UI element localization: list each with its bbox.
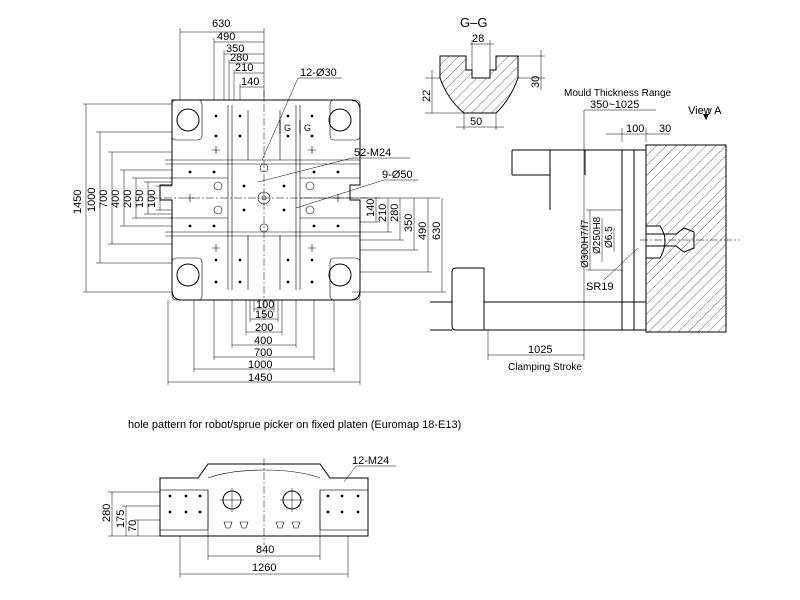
robot-dim-70: 70 [127, 520, 139, 532]
fit-300: Ø300H7/f7 [580, 219, 591, 268]
dim-left-700: 700 [98, 190, 110, 208]
dim-top-490: 490 [217, 31, 235, 43]
dim-left-150: 150 [134, 190, 146, 208]
front-view-leaders: 12-Ø30 52-M24 9-Ø50 [257, 67, 418, 209]
robot-dim-280: 280 [101, 504, 113, 522]
tie-bar-hole [328, 108, 352, 132]
tie-bar-hole [176, 263, 200, 287]
gg-dim-50: 50 [470, 116, 482, 128]
dim-left-400: 400 [110, 190, 122, 208]
section-gg-title: G–G [460, 15, 487, 30]
stroke-value: 1025 [528, 344, 552, 356]
dim-right-140: 140 [365, 199, 377, 217]
label-12-d30: 12-Ø30 [300, 67, 337, 79]
dim-bottom-100: 100 [256, 299, 274, 311]
front-bottom-dimensions: 100 150 200 400 700 1000 1450 [167, 299, 361, 385]
side-dim-100: 100 [626, 123, 644, 135]
robot-label-m24: 12-M24 [352, 455, 389, 467]
dim-bottom-400: 400 [254, 335, 272, 347]
label-9-d50: 9-Ø50 [382, 169, 413, 181]
section-marker-right: G [304, 123, 311, 133]
dim-top-630: 630 [212, 18, 230, 30]
dim-bottom-700: 700 [254, 347, 272, 359]
section-marker-left: G [284, 123, 291, 133]
dia-65: Ø6.5 [604, 226, 615, 248]
dim-right-280: 280 [389, 204, 401, 222]
dim-top-210: 210 [235, 62, 253, 74]
dim-top-350: 350 [226, 43, 244, 55]
front-right-dimensions: 140 210 280 350 490 630 [300, 197, 446, 293]
sr19-label: SR19 [586, 281, 614, 293]
front-left-dimensions: 1450 1000 700 400 200 150 100 [72, 103, 172, 293]
dim-bottom-1450: 1450 [248, 372, 272, 384]
side-view: Mould Thickness Range 350~1025 View A 10… [430, 88, 740, 373]
dim-right-490: 490 [417, 222, 429, 240]
dim-top-140: 140 [241, 76, 259, 88]
fit-250: Ø250H8 [592, 216, 603, 254]
dim-bottom-1000: 1000 [248, 359, 272, 371]
robot-pattern-view: 12-M24 280 175 70 840 1260 [101, 455, 396, 578]
platen-front-view: G G [150, 90, 380, 320]
dim-left-200: 200 [122, 190, 134, 208]
mould-range-value: 350~1025 [590, 99, 639, 111]
dim-left-1450: 1450 [72, 190, 84, 214]
dim-right-210: 210 [377, 204, 389, 222]
stroke-label: Clamping Stroke [508, 362, 582, 373]
dim-bottom-200: 200 [255, 322, 273, 334]
tie-bar-hole [328, 263, 352, 287]
gg-dim-30: 30 [530, 76, 542, 88]
robot-section-caption: hole pattern for robot/sprue picker on f… [128, 419, 461, 431]
dim-right-350: 350 [403, 214, 415, 232]
section-gg: G–G 28 30 22 50 [421, 15, 545, 130]
label-52-m24: 52-M24 [354, 147, 391, 159]
gg-dim-22: 22 [421, 90, 433, 102]
gg-dim-28: 28 [472, 33, 484, 45]
robot-dim-175: 175 [115, 510, 127, 528]
front-top-dimensions: 630 490 350 280 210 140 [179, 18, 265, 100]
dim-right-630: 630 [431, 222, 443, 240]
robot-dim-840: 840 [256, 544, 274, 556]
dim-top-280: 280 [230, 52, 248, 64]
tie-bar-hole [176, 108, 200, 132]
dim-left-1000: 1000 [86, 188, 98, 212]
dim-left-100: 100 [146, 190, 158, 208]
side-dim-30: 30 [659, 123, 671, 135]
mould-range-title: Mould Thickness Range [564, 88, 672, 99]
view-a-label: View A [688, 105, 722, 117]
robot-dim-1260: 1260 [252, 562, 276, 574]
dim-bottom-150: 150 [255, 309, 273, 321]
